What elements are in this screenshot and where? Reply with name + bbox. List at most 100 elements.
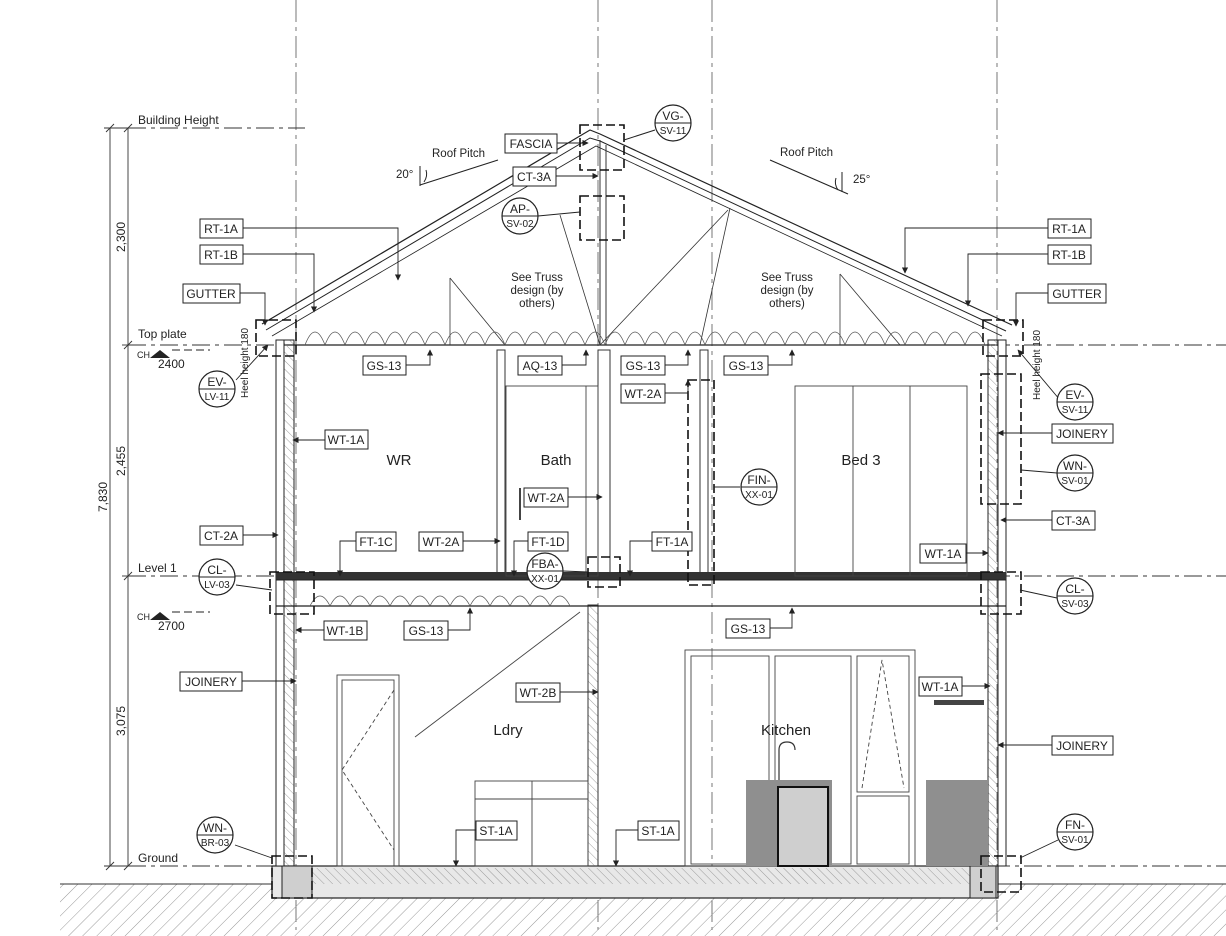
dimension-mid: 2,455 — [114, 446, 128, 476]
tag-ct3a-top: CT-3A — [512, 166, 557, 187]
callout-wn-sv01: WN- SV-01 — [1020, 454, 1094, 492]
truss-note-left: See Truss design (by others) — [510, 272, 563, 310]
callout-ev-sv11: EV- SV-11 — [1056, 383, 1094, 421]
tag-wt2a-top: WT-2A — [620, 383, 666, 404]
svg-text:JOINERY: JOINERY — [1056, 427, 1108, 441]
walls — [275, 339, 1007, 867]
roof-pitch-right-label: Roof Pitch — [780, 147, 833, 159]
tag-joinery-upper: JOINERY — [1051, 423, 1114, 444]
room-wr: WR — [387, 452, 412, 469]
tag-gs13-mid: GS-13 — [620, 355, 666, 376]
svg-text:ST-1A: ST-1A — [479, 824, 512, 838]
tag-ft1a: FT-1A — [651, 531, 693, 552]
tag-wt2a-bath: WT-2A — [523, 487, 569, 508]
svg-text:RT-1B: RT-1B — [1052, 248, 1086, 262]
ceiling-height-lower: CH 2700 — [137, 611, 210, 633]
svg-text:ST-1A: ST-1A — [641, 824, 674, 838]
svg-text:JOINERY: JOINERY — [1056, 739, 1108, 753]
dimension-chain — [104, 123, 134, 871]
svg-text:SV-01: SV-01 — [1061, 835, 1089, 846]
tag-ft1c: FT-1C — [355, 531, 397, 552]
tag-gs13-bed: GS-13 — [723, 355, 769, 376]
svg-text:WT-2A: WT-2A — [625, 387, 662, 401]
svg-text:See Truss: See Truss — [511, 272, 563, 284]
callout-ev-lv11: EV- LV-11 — [198, 370, 236, 408]
svg-text:WT-1B: WT-1B — [327, 624, 364, 638]
level-ground: Ground — [138, 851, 178, 865]
svg-text:EV-: EV- — [1065, 388, 1084, 402]
room-bed3: Bed 3 — [841, 452, 880, 469]
tag-gutter-left: GUTTER — [182, 283, 241, 304]
svg-text:design (by: design (by — [510, 285, 563, 297]
ceiling-height-lower-value: 2700 — [158, 619, 185, 633]
svg-text:JOINERY: JOINERY — [185, 675, 237, 689]
tag-wt1a-kitchen: WT-1A — [918, 676, 963, 697]
tag-st1a-kitchen: ST-1A — [637, 820, 680, 841]
svg-text:EV-: EV- — [207, 375, 226, 389]
callout-fin-xx01: FIN- XX-01 — [740, 468, 778, 506]
svg-text:RT-1B: RT-1B — [204, 248, 238, 262]
svg-text:RT-1A: RT-1A — [1052, 222, 1086, 236]
svg-text:CT-3A: CT-3A — [517, 170, 551, 184]
roof-pitch-left: Roof Pitch 20° — [396, 148, 499, 186]
tag-joinery-lower: JOINERY — [1051, 735, 1114, 756]
svg-text:XX-01: XX-01 — [531, 574, 559, 585]
svg-text:CL-: CL- — [207, 563, 226, 577]
dimension-top: 2,300 — [114, 222, 128, 252]
room-bath: Bath — [541, 452, 572, 469]
callout-ap-sv02: AP- SV-02 — [501, 197, 581, 235]
svg-text:FT-1D: FT-1D — [531, 535, 565, 549]
truss-note-right: See Truss design (by others) — [760, 272, 813, 310]
svg-text:FIN-: FIN- — [747, 473, 770, 487]
svg-text:SV-11: SV-11 — [1062, 405, 1089, 416]
dimension-bottom: 3,075 — [114, 706, 128, 736]
svg-text:GUTTER: GUTTER — [186, 287, 236, 301]
svg-text:CL-: CL- — [1065, 582, 1084, 596]
svg-text:WT-2A: WT-2A — [423, 535, 460, 549]
level-top-plate: Top plate — [138, 327, 187, 341]
svg-text:WT-2B: WT-2B — [520, 686, 557, 700]
svg-text:FASCIA: FASCIA — [510, 137, 553, 151]
mid-floor — [276, 572, 1006, 607]
svg-text:RT-1A: RT-1A — [204, 222, 238, 236]
svg-text:LV-11: LV-11 — [205, 392, 230, 403]
svg-text:others): others) — [769, 298, 805, 310]
svg-text:SV-02: SV-02 — [506, 219, 534, 230]
ceiling-height-upper-value: 2400 — [158, 357, 185, 371]
roof-pitch-right: Roof Pitch 25° — [769, 147, 870, 195]
dimension-total: 7,830 — [96, 482, 110, 512]
roof-pitch-left-label: Roof Pitch — [432, 148, 485, 160]
svg-text:GS-13: GS-13 — [409, 624, 444, 638]
tag-wt2b: WT-2B — [515, 682, 561, 703]
tag-rt1b-left: RT-1B — [199, 244, 244, 265]
svg-text:CH: CH — [137, 612, 150, 622]
roof — [261, 129, 1013, 346]
heel-height-left: Heel height 180 — [240, 328, 251, 398]
svg-text:FBA-: FBA- — [531, 557, 558, 571]
svg-text:AP-: AP- — [510, 202, 530, 216]
svg-text:GS-13: GS-13 — [729, 359, 764, 373]
svg-text:WT-1A: WT-1A — [328, 433, 365, 447]
kitchen-bench — [746, 741, 988, 867]
svg-text:LV-03: LV-03 — [204, 580, 230, 591]
svg-text:WT-1A: WT-1A — [922, 680, 959, 694]
svg-text:CT-3A: CT-3A — [1056, 514, 1090, 528]
tag-aq13: AQ-13 — [517, 355, 563, 376]
callout-cl-sv03: CL- SV-03 — [1056, 577, 1094, 615]
svg-text:WN-: WN- — [203, 821, 227, 835]
tag-rt1a-right: RT-1A — [1047, 218, 1092, 239]
svg-text:FN-: FN- — [1065, 818, 1085, 832]
tag-rt1a-left: RT-1A — [199, 218, 244, 239]
roof-pitch-right-angle: 25° — [853, 174, 870, 186]
tag-wt2a-wr: WT-2A — [418, 531, 464, 552]
tag-fascia: FASCIA — [504, 133, 558, 154]
callout-fba-xx01: FBA- XX-01 — [526, 552, 589, 590]
svg-text:GS-13: GS-13 — [731, 622, 766, 636]
level-1: Level 1 — [138, 561, 177, 575]
tag-rt1b-right: RT-1B — [1047, 244, 1092, 265]
svg-text:SV-01: SV-01 — [1061, 476, 1089, 487]
tag-ft1d: FT-1D — [527, 531, 569, 552]
svg-text:SV-11: SV-11 — [660, 126, 687, 137]
svg-text:GUTTER: GUTTER — [1052, 287, 1102, 301]
